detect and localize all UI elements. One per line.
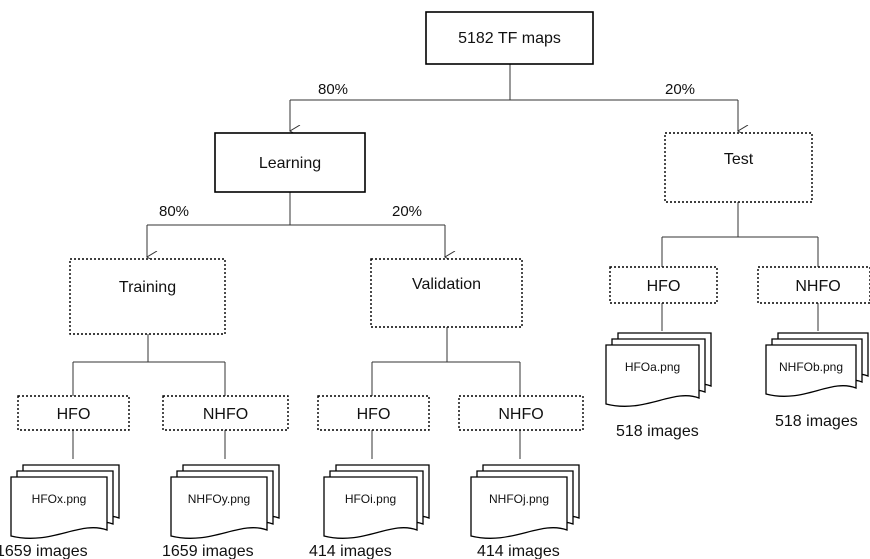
test-node: Test: [664, 132, 813, 203]
learning-label: Learning: [259, 155, 321, 172]
root-node: 5182 TF maps: [425, 11, 594, 65]
validation-nhfo-document-stack: NHFOj.png: [470, 464, 580, 539]
test-nhfo-label: NHFO: [795, 278, 840, 295]
validation-label: Validation: [412, 276, 481, 293]
learning-right-percent: 20%: [392, 203, 422, 220]
document-stacks: HFOx.png NHFOy.png HFOi.png NHFOj.png HFOa.p…: [10, 332, 869, 539]
training-hfo-document-stack: HFOx.png: [10, 464, 120, 539]
test-nhfo-node: NHFO: [757, 266, 870, 304]
training-node: Training: [69, 258, 226, 335]
test-hfo-count: 518 images: [616, 423, 699, 440]
test-nhfo-count: 518 images: [775, 413, 858, 430]
validation-nhfo-node: NHFO: [458, 395, 584, 431]
root-left-percent: 80%: [318, 81, 348, 98]
training-nhfo-count: 1659 images: [162, 543, 254, 559]
test-hfo-label: HFO: [647, 278, 681, 295]
training-hfo-document-page-1: [10, 476, 108, 539]
test-label: Test: [724, 151, 754, 168]
training-nhfo-file-label: NHFOy.png: [188, 492, 250, 506]
validation-nhfo-label: NHFO: [498, 406, 543, 423]
test-hfo-document-page-1: [605, 344, 700, 407]
test-nhfo-document-stack: NHFOb.png: [765, 332, 869, 397]
validation-hfo-document-page-1: [323, 476, 418, 539]
validation-nhfo-count: 414 images: [477, 543, 560, 559]
training-hfo-label: HFO: [57, 406, 91, 423]
validation-hfo-count: 414 images: [309, 543, 392, 559]
training-hfo-node: HFO: [17, 395, 130, 431]
validation-hfo-document-stack: HFOi.png: [323, 464, 430, 539]
validation-nhfo-document-page-1: [470, 476, 568, 539]
test-nhfo-document-page-1: [765, 344, 857, 397]
validation-hfo-label: HFO: [357, 406, 391, 423]
training-nhfo-label: NHFO: [203, 406, 248, 423]
learning-node: Learning: [214, 132, 366, 193]
connectors: [72, 64, 819, 459]
training-nhfo-document-page-1: [170, 476, 268, 539]
training-label: Training: [119, 279, 176, 296]
training-hfo-count: 1659 images: [0, 543, 88, 559]
training-hfo-file-label: HFOx.png: [32, 492, 87, 506]
validation-hfo-node: HFO: [317, 395, 430, 431]
test-hfo-node: HFO: [609, 266, 718, 304]
test-hfo-file-label: HFOa.png: [625, 360, 680, 374]
root-label: 5182 TF maps: [458, 30, 561, 47]
training-nhfo-node: NHFO: [162, 395, 289, 431]
validation-node: Validation: [370, 258, 523, 328]
root-right-percent: 20%: [665, 81, 695, 98]
training-nhfo-document-stack: NHFOy.png: [170, 464, 280, 539]
validation-nhfo-file-label: NHFOj.png: [489, 492, 549, 506]
validation-hfo-file-label: HFOi.png: [345, 492, 396, 506]
test-hfo-document-stack: HFOa.png: [605, 332, 712, 407]
test-nhfo-file-label: NHFOb.png: [779, 360, 843, 374]
learning-left-percent: 80%: [159, 203, 189, 220]
